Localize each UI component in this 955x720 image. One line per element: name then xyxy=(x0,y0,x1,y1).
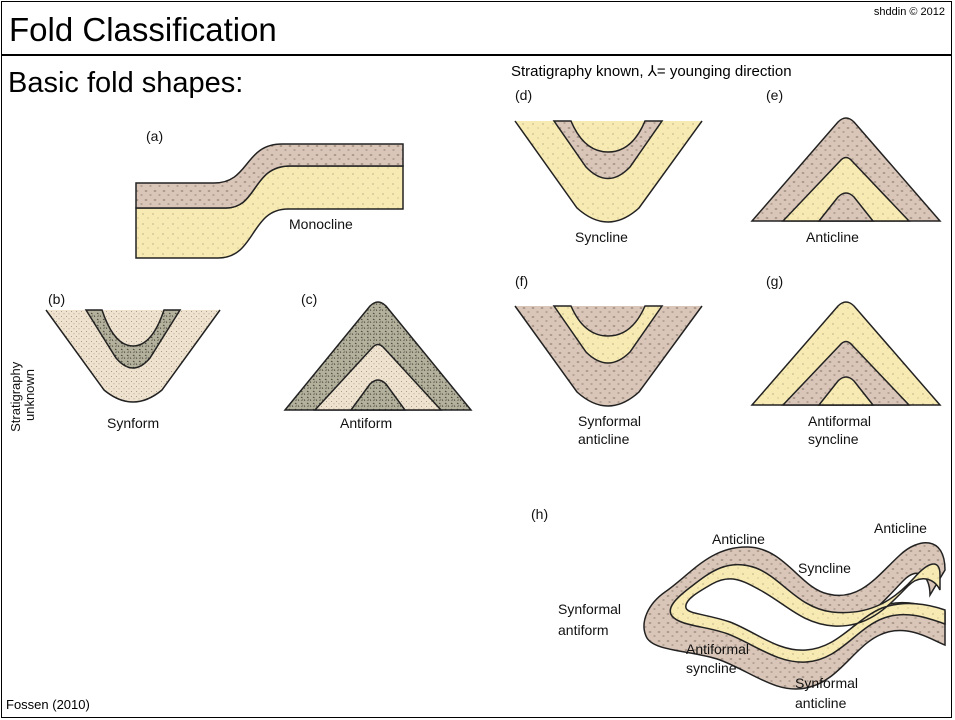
panel-f-name-line2: anticline xyxy=(578,431,630,447)
panel-c-antiform: (c) Antiform xyxy=(285,291,471,431)
panel-g-name-line2: syncline xyxy=(808,431,859,447)
panel-b-letter: (b) xyxy=(48,291,65,307)
panel-c-letter: (c) xyxy=(301,291,317,307)
panel-g-name-line1: Antiformal xyxy=(808,413,871,429)
panel-h-complex-fold: (h) Anticline Anticline Syncline Synform… xyxy=(531,506,945,711)
h-synformal-antiform-line2: antiform xyxy=(558,622,609,638)
panel-f-synformal-anticline: (f) Synformal anticline xyxy=(515,273,702,447)
panel-d-letter: (d) xyxy=(515,87,532,103)
h-synformal-anticline-line1: Synformal xyxy=(795,675,858,691)
panel-a-monocline: (a) Monocline xyxy=(136,128,403,258)
panel-a-name: Monocline xyxy=(289,216,353,232)
h-antiformal-syncline-line2: syncline xyxy=(686,660,737,676)
panel-g-letter: (g) xyxy=(766,273,783,289)
h-anticline-right-label: Anticline xyxy=(874,520,927,536)
panel-a-letter: (a) xyxy=(146,128,163,144)
h-antiformal-syncline-line1: Antiformal xyxy=(686,641,749,657)
panel-f-letter: (f) xyxy=(515,273,528,289)
panel-h-letter: (h) xyxy=(531,506,548,522)
panel-c-name: Antiform xyxy=(340,415,392,431)
stratigraphy-unknown-label: Stratigraphy unknown xyxy=(8,358,37,432)
h-syncline-label: Syncline xyxy=(798,560,851,576)
panel-d-name: Syncline xyxy=(575,229,628,245)
h-anticline-left-label: Anticline xyxy=(712,531,765,547)
panel-f-name-line1: Synformal xyxy=(578,413,641,429)
panel-g-antiformal-syncline: (g) Antiformal syncline xyxy=(752,273,940,447)
panel-e-name: Anticline xyxy=(806,229,859,245)
h-synformal-antiform-line1: Synformal xyxy=(558,601,621,617)
h-synformal-anticline-line2: anticline xyxy=(795,695,847,711)
panel-d-syncline: (d) Syncline xyxy=(515,87,702,245)
panel-e-letter: (e) xyxy=(766,87,783,103)
panel-b-name: Synform xyxy=(107,415,159,431)
panel-e-anticline: (e) Anticline xyxy=(752,87,940,245)
monocline-lower-layer xyxy=(136,166,403,258)
panel-b-synform: (b) Synform xyxy=(46,291,220,431)
